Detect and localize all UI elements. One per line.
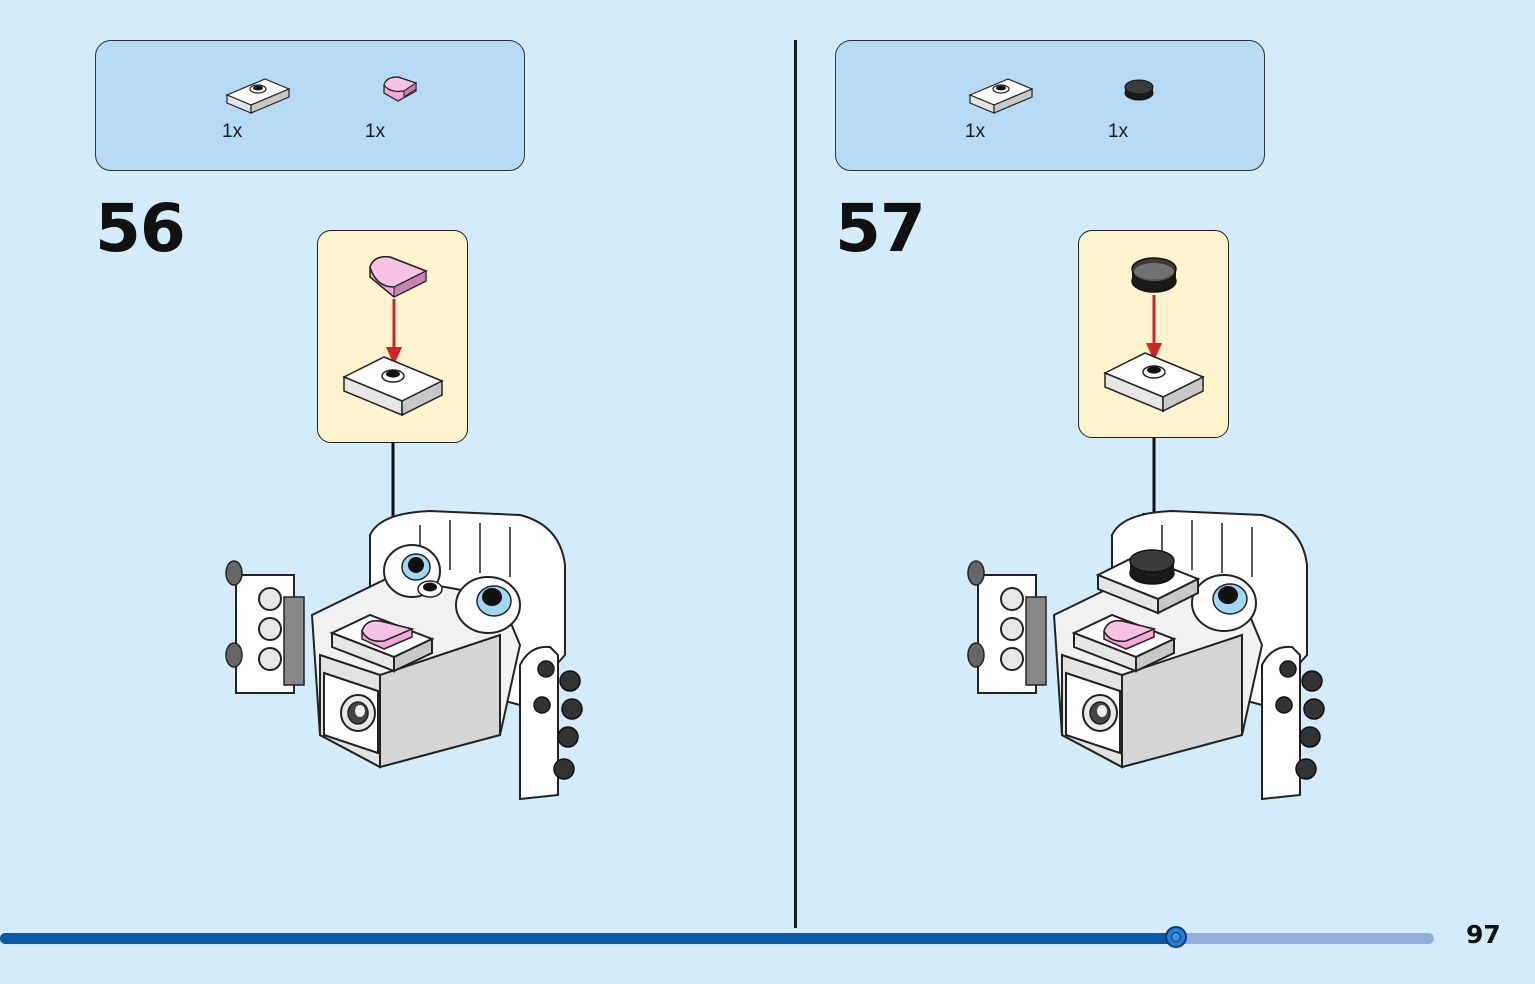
page-number: 97	[1466, 920, 1501, 949]
white-jumper-plate-icon	[968, 78, 1034, 114]
part-pink-rounded-tile: 1x	[361, 71, 441, 151]
step-number-56: 56	[95, 190, 186, 267]
progress-handle[interactable]	[1164, 926, 1187, 948]
part-qty: 1x	[365, 121, 386, 142]
part-qty: 1x	[222, 121, 243, 142]
part-qty: 1x	[1108, 121, 1129, 142]
white-jumper-plate-icon	[225, 78, 291, 114]
part-white-jumper-plate: 1x	[961, 71, 1041, 151]
pink-rounded-tile-icon	[383, 76, 418, 102]
parts-list-56: 1x 1x	[95, 40, 525, 171]
progress-bar[interactable]	[0, 926, 1434, 948]
page-divider	[794, 40, 797, 928]
pink-tile-on-jumper-illustration	[342, 255, 444, 417]
parts-list-57: 1x 1x	[835, 40, 1265, 171]
sub-assembly-callout-56	[317, 230, 468, 443]
robot-model-illustration-56	[225, 509, 583, 801]
progress-bar-fill	[0, 933, 1176, 944]
black-tile-on-jumper-illustration	[1103, 257, 1205, 413]
part-qty: 1x	[965, 121, 986, 142]
sub-assembly-callout-57	[1078, 230, 1229, 438]
step-number-57: 57	[835, 190, 926, 267]
robot-model-illustration-57	[967, 509, 1325, 801]
part-black-round-tile: 1x	[1104, 71, 1184, 151]
part-white-jumper-plate: 1x	[218, 71, 298, 151]
black-round-tile-icon	[1124, 79, 1154, 101]
